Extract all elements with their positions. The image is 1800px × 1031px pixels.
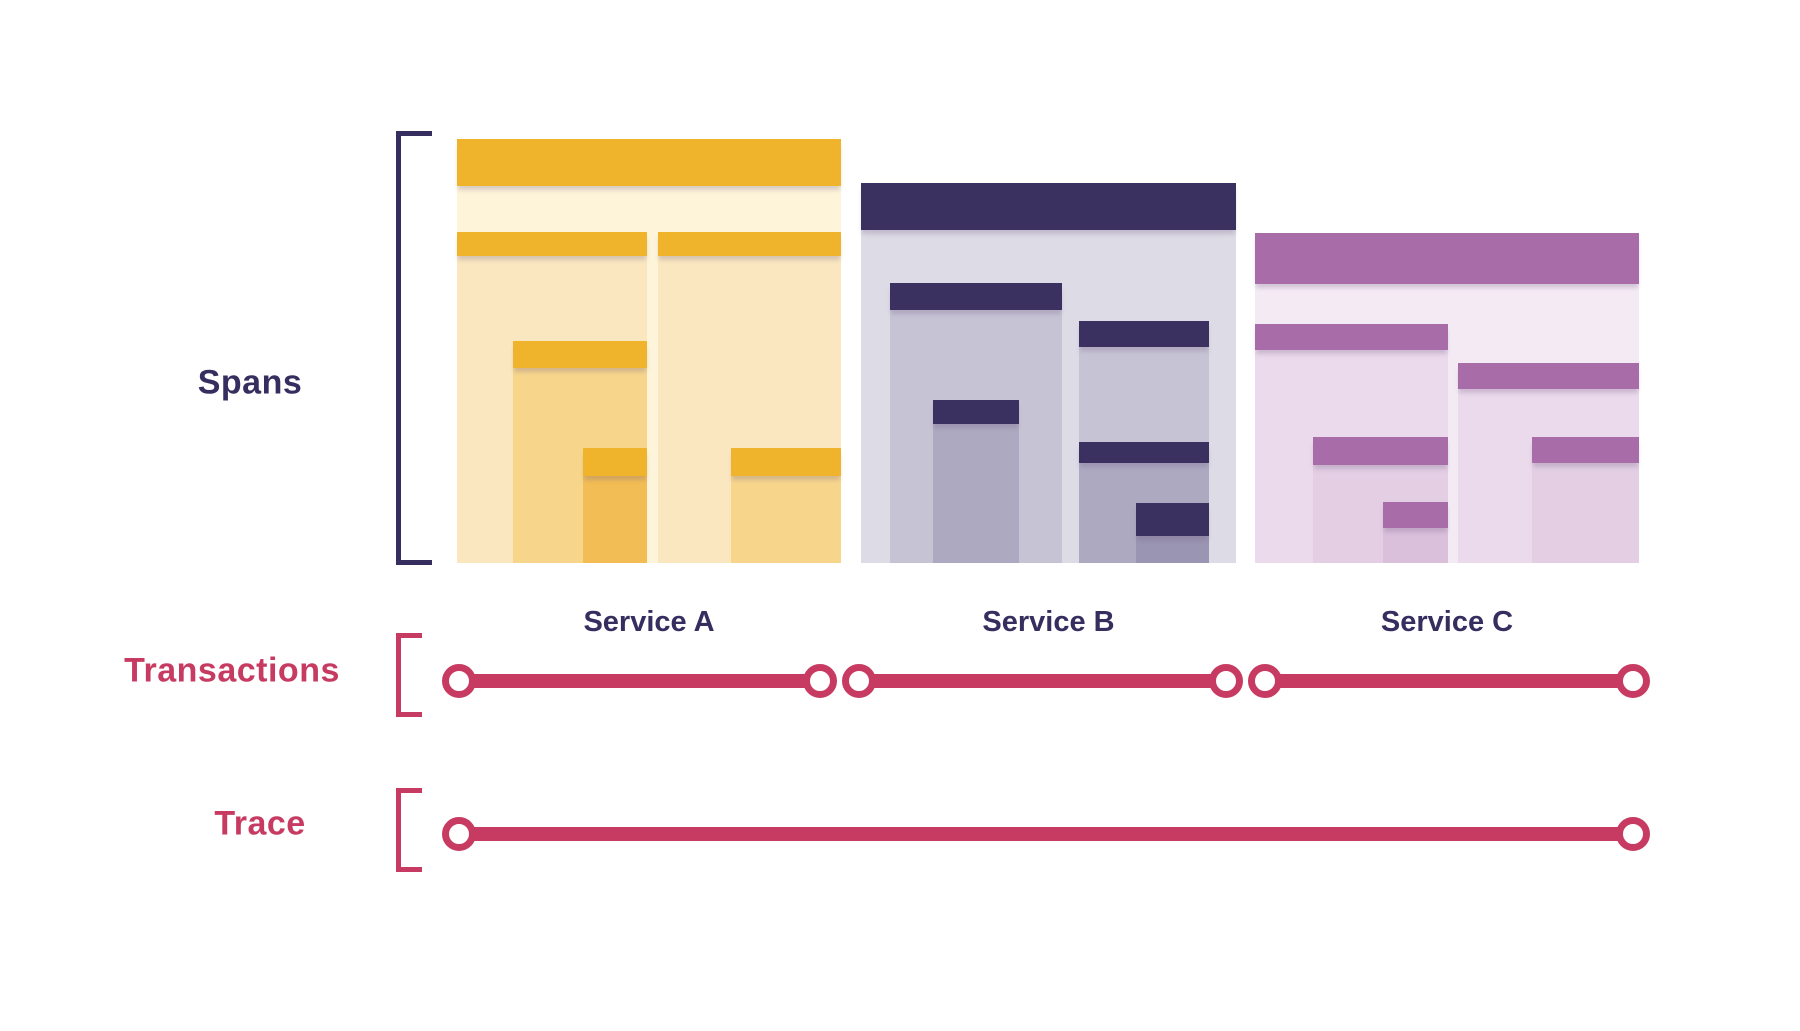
trace-label: Trace xyxy=(214,804,306,843)
span-bar-header xyxy=(1079,321,1209,347)
transaction-line xyxy=(859,674,1226,688)
span-bar-body xyxy=(933,400,1019,563)
service-label: Service A xyxy=(583,606,715,638)
span-bar-header xyxy=(861,183,1236,230)
span-bar-header xyxy=(457,232,647,256)
span-bar-header xyxy=(933,400,1019,424)
span-bar-header xyxy=(457,139,841,186)
span-bar-header xyxy=(1383,502,1448,528)
spans-bracket xyxy=(396,131,432,565)
span-bar-header xyxy=(890,283,1062,310)
transactions-label: Transactions xyxy=(124,651,340,690)
timeline-endpoint-dot xyxy=(442,664,476,698)
timeline-endpoint-dot xyxy=(1616,817,1650,851)
span-bar-header xyxy=(513,341,647,368)
timeline-endpoint-dot xyxy=(803,664,837,698)
span-bar-header xyxy=(583,448,647,476)
span-bar-header xyxy=(1079,442,1209,463)
span-bar-header xyxy=(1255,233,1639,284)
spans-label: Spans xyxy=(197,363,303,402)
service-label: Service B xyxy=(982,606,1115,638)
trace-line xyxy=(459,827,1633,841)
timeline-endpoint-dot xyxy=(1616,664,1650,698)
timeline-endpoint-dot xyxy=(1209,664,1243,698)
span-bar-header xyxy=(1458,363,1639,389)
timeline-endpoint-dot xyxy=(1248,664,1282,698)
trace-bracket xyxy=(396,788,422,872)
span-bar-header xyxy=(1313,437,1448,465)
span-bar-header xyxy=(1255,324,1448,350)
span-bar-header xyxy=(1136,503,1209,536)
span-bar-header xyxy=(1532,437,1639,463)
service-label: Service C xyxy=(1380,606,1514,638)
span-bar-header xyxy=(658,232,841,256)
timeline-endpoint-dot xyxy=(442,817,476,851)
transaction-line xyxy=(1265,674,1633,688)
timeline-endpoint-dot xyxy=(842,664,876,698)
transactions-bracket xyxy=(396,633,422,717)
span-bar-header xyxy=(731,448,841,476)
transaction-line xyxy=(459,674,820,688)
